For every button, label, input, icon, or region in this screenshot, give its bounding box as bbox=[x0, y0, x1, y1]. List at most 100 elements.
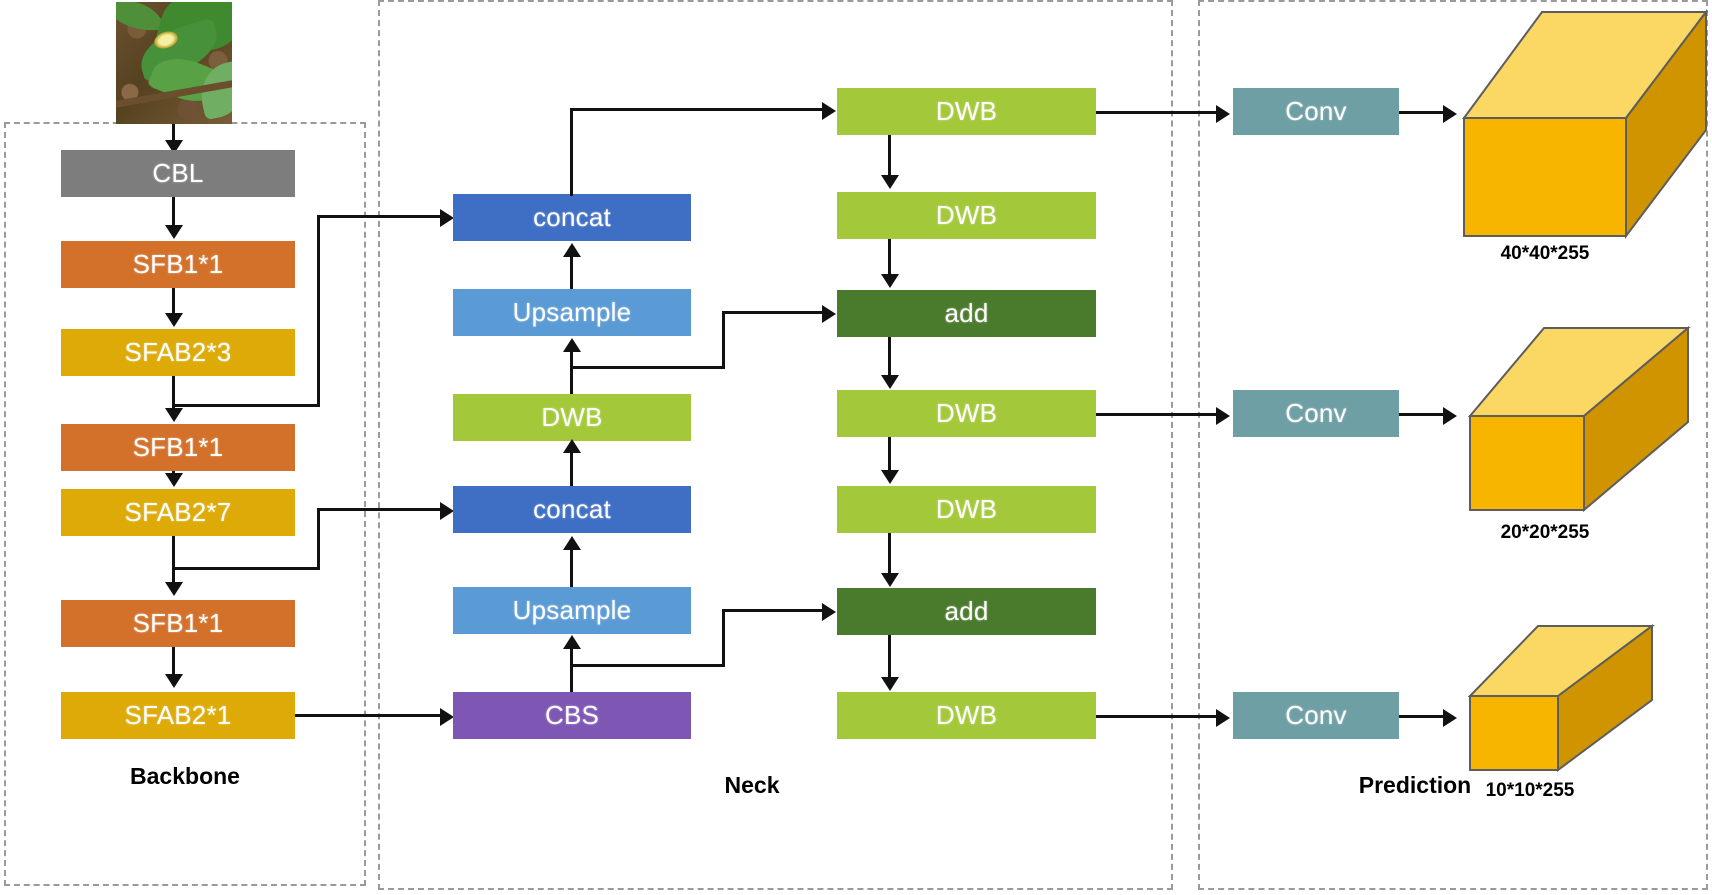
branch2-horizontal-b bbox=[722, 609, 825, 612]
connector-concat1-to-dwbtop-horizontal bbox=[570, 108, 825, 111]
block-dwb-neck-left[interactable]: DWB bbox=[453, 394, 691, 441]
block-label: add bbox=[944, 596, 989, 626]
block-label: Upsample bbox=[512, 595, 632, 625]
block-cbl[interactable]: CBL bbox=[61, 150, 295, 197]
block-upsample-1[interactable]: Upsample bbox=[453, 289, 691, 336]
block-sfb1-2[interactable]: SFB1*1 bbox=[61, 424, 295, 471]
arrow-icon-dwbr2-add1 bbox=[881, 274, 899, 288]
connector-dwbr3-conv2 bbox=[1096, 413, 1218, 416]
arrow-icon-conv3-cuboid3 bbox=[1443, 709, 1457, 727]
arrow-icon-add2-dwbr5 bbox=[881, 677, 899, 691]
arrow-icon-sfb1b-sfab2b bbox=[165, 473, 183, 487]
block-concat-2[interactable]: concat bbox=[453, 486, 691, 533]
connector-dwbr4-add2 bbox=[888, 533, 891, 573]
block-label: Conv bbox=[1285, 398, 1347, 428]
arrow-icon-dwbr5-conv3 bbox=[1216, 709, 1230, 727]
block-sfb1-3[interactable]: SFB1*1 bbox=[61, 600, 295, 647]
block-dwb-r1[interactable]: DWB bbox=[837, 88, 1096, 135]
connector-upsample2-concat2 bbox=[570, 549, 573, 587]
block-label: SFB1*1 bbox=[132, 249, 224, 279]
block-dwb-r5[interactable]: DWB bbox=[837, 692, 1096, 739]
arrow-icon-dwbr3-conv2 bbox=[1216, 407, 1230, 425]
connector-sfab2a-sfb1b bbox=[172, 376, 175, 408]
connector-input-to-cbl bbox=[172, 124, 175, 148]
block-label: Conv bbox=[1285, 96, 1347, 126]
connector-cbl-sfb1a bbox=[172, 197, 175, 225]
arrow-icon-dwbr3-dwbr4 bbox=[881, 470, 899, 484]
block-add-1[interactable]: add bbox=[837, 290, 1096, 337]
connector-conv3-cuboid3 bbox=[1399, 715, 1445, 718]
connector-sfab2c-cbs bbox=[295, 714, 443, 717]
connector-dwbr1-conv1 bbox=[1096, 111, 1218, 114]
block-dwb-r2[interactable]: DWB bbox=[837, 192, 1096, 239]
connector-conv1-cuboid1 bbox=[1399, 111, 1445, 114]
arrow-icon-sfb1a-sfab2a bbox=[165, 313, 183, 327]
block-label: DWB bbox=[541, 402, 603, 432]
block-label: concat bbox=[533, 202, 611, 232]
arrow-icon-upsample2-concat2 bbox=[563, 536, 581, 550]
arrow-icon-cbs-upsample2 bbox=[563, 635, 581, 649]
block-dwb-r4[interactable]: DWB bbox=[837, 486, 1096, 533]
output-caption-2: 20*20*255 bbox=[1500, 522, 1590, 543]
block-label: CBS bbox=[544, 700, 600, 730]
group-label-neck: Neck bbox=[724, 772, 780, 798]
connector-dwbr3-dwbr4 bbox=[888, 437, 891, 471]
skip1-horizontal-bottom bbox=[172, 404, 320, 407]
arrow-icon-dwbr1-dwbr2 bbox=[881, 175, 899, 189]
output-cuboid-1 bbox=[1462, 8, 1709, 240]
block-label: DWB bbox=[935, 700, 998, 730]
block-dwb-r3[interactable]: DWB bbox=[837, 390, 1096, 437]
skip2-horizontal-top bbox=[317, 508, 443, 511]
group-neck bbox=[378, 0, 1173, 890]
block-label: add bbox=[944, 298, 989, 328]
block-label: DWB bbox=[935, 494, 998, 524]
output-caption-1: 40*40*255 bbox=[1500, 243, 1590, 264]
connector-dwbr5-conv3 bbox=[1096, 715, 1218, 718]
block-label: SFAB2*3 bbox=[124, 337, 232, 367]
connector-cbs-upsample2 bbox=[570, 648, 573, 692]
arrow-icon-concat2-dwbleft bbox=[563, 439, 581, 453]
block-concat-1[interactable]: concat bbox=[453, 194, 691, 241]
connector-add2-dwbr5 bbox=[888, 635, 891, 677]
connector-conv2-cuboid2 bbox=[1399, 413, 1445, 416]
branch2-horizontal-a bbox=[570, 664, 725, 667]
connector-sfb1c-sfab2c bbox=[172, 647, 175, 674]
block-add-2[interactable]: add bbox=[837, 588, 1096, 635]
skip1-vertical bbox=[317, 215, 320, 407]
block-conv-3[interactable]: Conv bbox=[1233, 692, 1399, 739]
block-label: concat bbox=[533, 494, 611, 524]
block-sfab2-3[interactable]: SFAB2*3 bbox=[61, 329, 295, 376]
arrow-icon-conv1-cuboid1 bbox=[1443, 105, 1457, 123]
arrow-icon-sfab2b-sfb1c bbox=[165, 582, 183, 596]
arrow-icon-branch2-to-add2 bbox=[822, 603, 836, 621]
group-label-backbone: Backbone bbox=[130, 763, 240, 789]
skip1-horizontal-top bbox=[317, 215, 443, 218]
block-label: DWB bbox=[935, 96, 998, 126]
block-conv-1[interactable]: Conv bbox=[1233, 88, 1399, 135]
connector-dwbleft-upsample1 bbox=[570, 351, 573, 394]
branch2-vertical bbox=[722, 609, 725, 667]
connector-concat1-to-dwbtop-vertical bbox=[570, 108, 573, 196]
arrow-icon-sfab2a-sfb1b bbox=[165, 408, 183, 422]
connector-upsample1-concat1 bbox=[570, 256, 573, 289]
block-sfab2-1[interactable]: SFAB2*1 bbox=[61, 692, 295, 739]
arrow-icon-sfab2c-cbs bbox=[440, 708, 454, 726]
block-conv-2[interactable]: Conv bbox=[1233, 390, 1399, 437]
output-cuboid-2 bbox=[1467, 324, 1691, 514]
connector-dwbr2-add1 bbox=[888, 239, 891, 275]
arrow-icon-conv2-cuboid2 bbox=[1443, 407, 1457, 425]
arrow-icon-skip2 bbox=[440, 502, 454, 520]
connector-sfb1b-sfab2b bbox=[172, 471, 175, 474]
block-label: SFAB2*1 bbox=[124, 700, 232, 730]
block-label: CBL bbox=[152, 158, 204, 188]
arrow-icon-dwbr1-conv1 bbox=[1216, 105, 1230, 123]
block-upsample-2[interactable]: Upsample bbox=[453, 587, 691, 634]
block-sfb1-1[interactable]: SFB1*1 bbox=[61, 241, 295, 288]
block-cbs[interactable]: CBS bbox=[453, 692, 691, 739]
block-label: SFB1*1 bbox=[132, 608, 224, 638]
output-caption-3: 10*10*255 bbox=[1485, 780, 1575, 801]
arrow-icon-dwbleft-upsample1 bbox=[563, 338, 581, 352]
skip2-vertical bbox=[317, 508, 320, 570]
block-label: SFB1*1 bbox=[132, 432, 224, 462]
block-sfab2-7[interactable]: SFAB2*7 bbox=[61, 489, 295, 536]
